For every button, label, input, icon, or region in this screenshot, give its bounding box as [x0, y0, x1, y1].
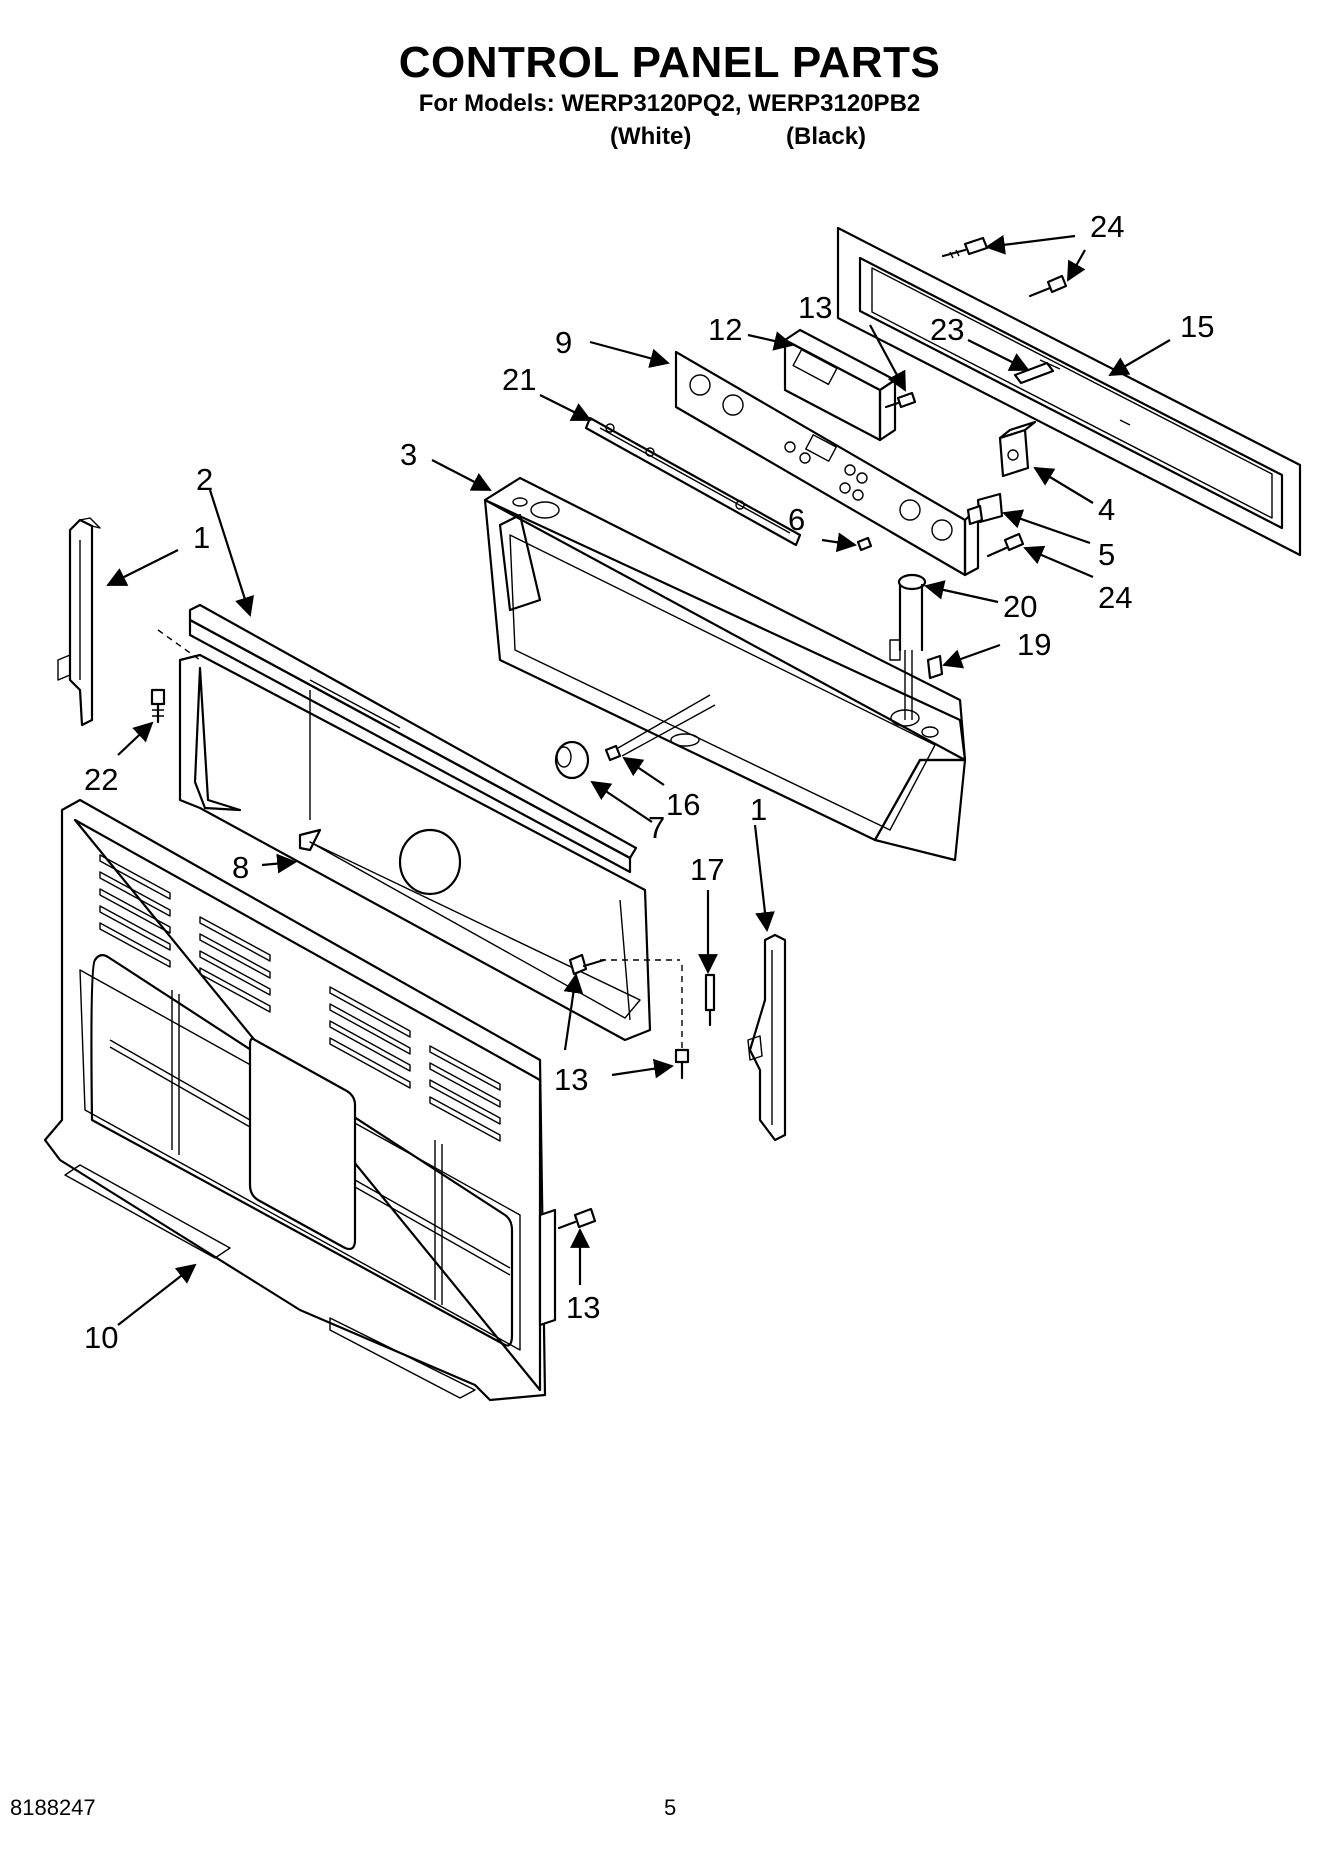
callout-21: 21: [502, 362, 536, 397]
callout-7: 7: [648, 810, 665, 845]
part-3-console: [483, 476, 967, 862]
callout-20: 20: [1003, 589, 1037, 624]
part-21-bracket: [584, 416, 802, 547]
part-16-spring: [604, 694, 716, 762]
part-24-screw-upper-right: [1028, 274, 1068, 298]
callout-10: 10: [84, 1320, 118, 1355]
callout-1-left: 1: [193, 520, 210, 555]
part-13-screw-mid-left: [568, 953, 680, 976]
models-line: For Models: WERP3120PQ2, WERP3120PB2: [418, 90, 921, 117]
part-4-component: [998, 420, 1037, 478]
callout-4: 4: [1098, 492, 1115, 527]
part-9-control-panel: [674, 350, 980, 577]
callout-24-right: 24: [1098, 580, 1132, 615]
callout-16: 16: [666, 787, 700, 822]
callout-5: 5: [1098, 537, 1115, 572]
part-7-knob: [554, 740, 590, 780]
callout-12: 12: [708, 312, 742, 347]
callout-6: 6: [788, 502, 805, 537]
part-5-switch: [966, 492, 1004, 526]
part-22-screw: [150, 629, 201, 724]
part-24-screw-upper-left: [941, 236, 989, 259]
part-10-rear-cover: [43, 798, 557, 1402]
callout-19: 19: [1017, 627, 1051, 662]
part-13-screw-mid-right: [674, 965, 690, 1080]
document-number: 8188247: [10, 1795, 96, 1820]
callout-13-bottom: 13: [566, 1290, 600, 1325]
part-15-rear-frame: [836, 226, 1302, 557]
part-2-rail: [188, 603, 638, 874]
callout-2: 2: [196, 462, 213, 497]
callout-13-top: 13: [798, 290, 832, 325]
part-23-clip: [1013, 361, 1055, 385]
callout-15: 15: [1180, 309, 1214, 344]
callout-3: 3: [400, 437, 417, 472]
part-12-electronic-control: [783, 328, 897, 442]
part-24-screw-lower: [986, 532, 1025, 558]
callout-17: 17: [690, 852, 724, 887]
callout-labels: 24 15 23 13 12 9 21 3 6 4 5 24 20 19 16 …: [84, 209, 1214, 1355]
callout-8: 8: [232, 850, 249, 885]
callout-9: 9: [555, 325, 572, 360]
leader-arrows: [106, 234, 1171, 1326]
part-13-screw-bottom: [557, 1207, 597, 1230]
part-17-clip: [704, 973, 716, 1027]
color-white-label: (White): [610, 123, 692, 150]
part-1-side-bracket-right: [747, 933, 787, 1142]
callout-24-top: 24: [1090, 209, 1124, 244]
page-number: 5: [664, 1795, 677, 1820]
color-black-label: (Black): [786, 123, 867, 150]
part-6-screw: [856, 536, 873, 552]
callout-22: 22: [84, 762, 118, 797]
part-19-clip: [926, 654, 944, 680]
callout-13-mid: 13: [554, 1062, 588, 1097]
part-8-back-panel: [178, 653, 652, 1042]
page-title: CONTROL PANEL PARTS: [398, 38, 941, 87]
callout-23: 23: [930, 312, 964, 347]
part-1-side-bracket-left: [57, 517, 101, 727]
callout-1-right: 1: [750, 792, 767, 827]
part-13-screw-top: [884, 391, 917, 409]
